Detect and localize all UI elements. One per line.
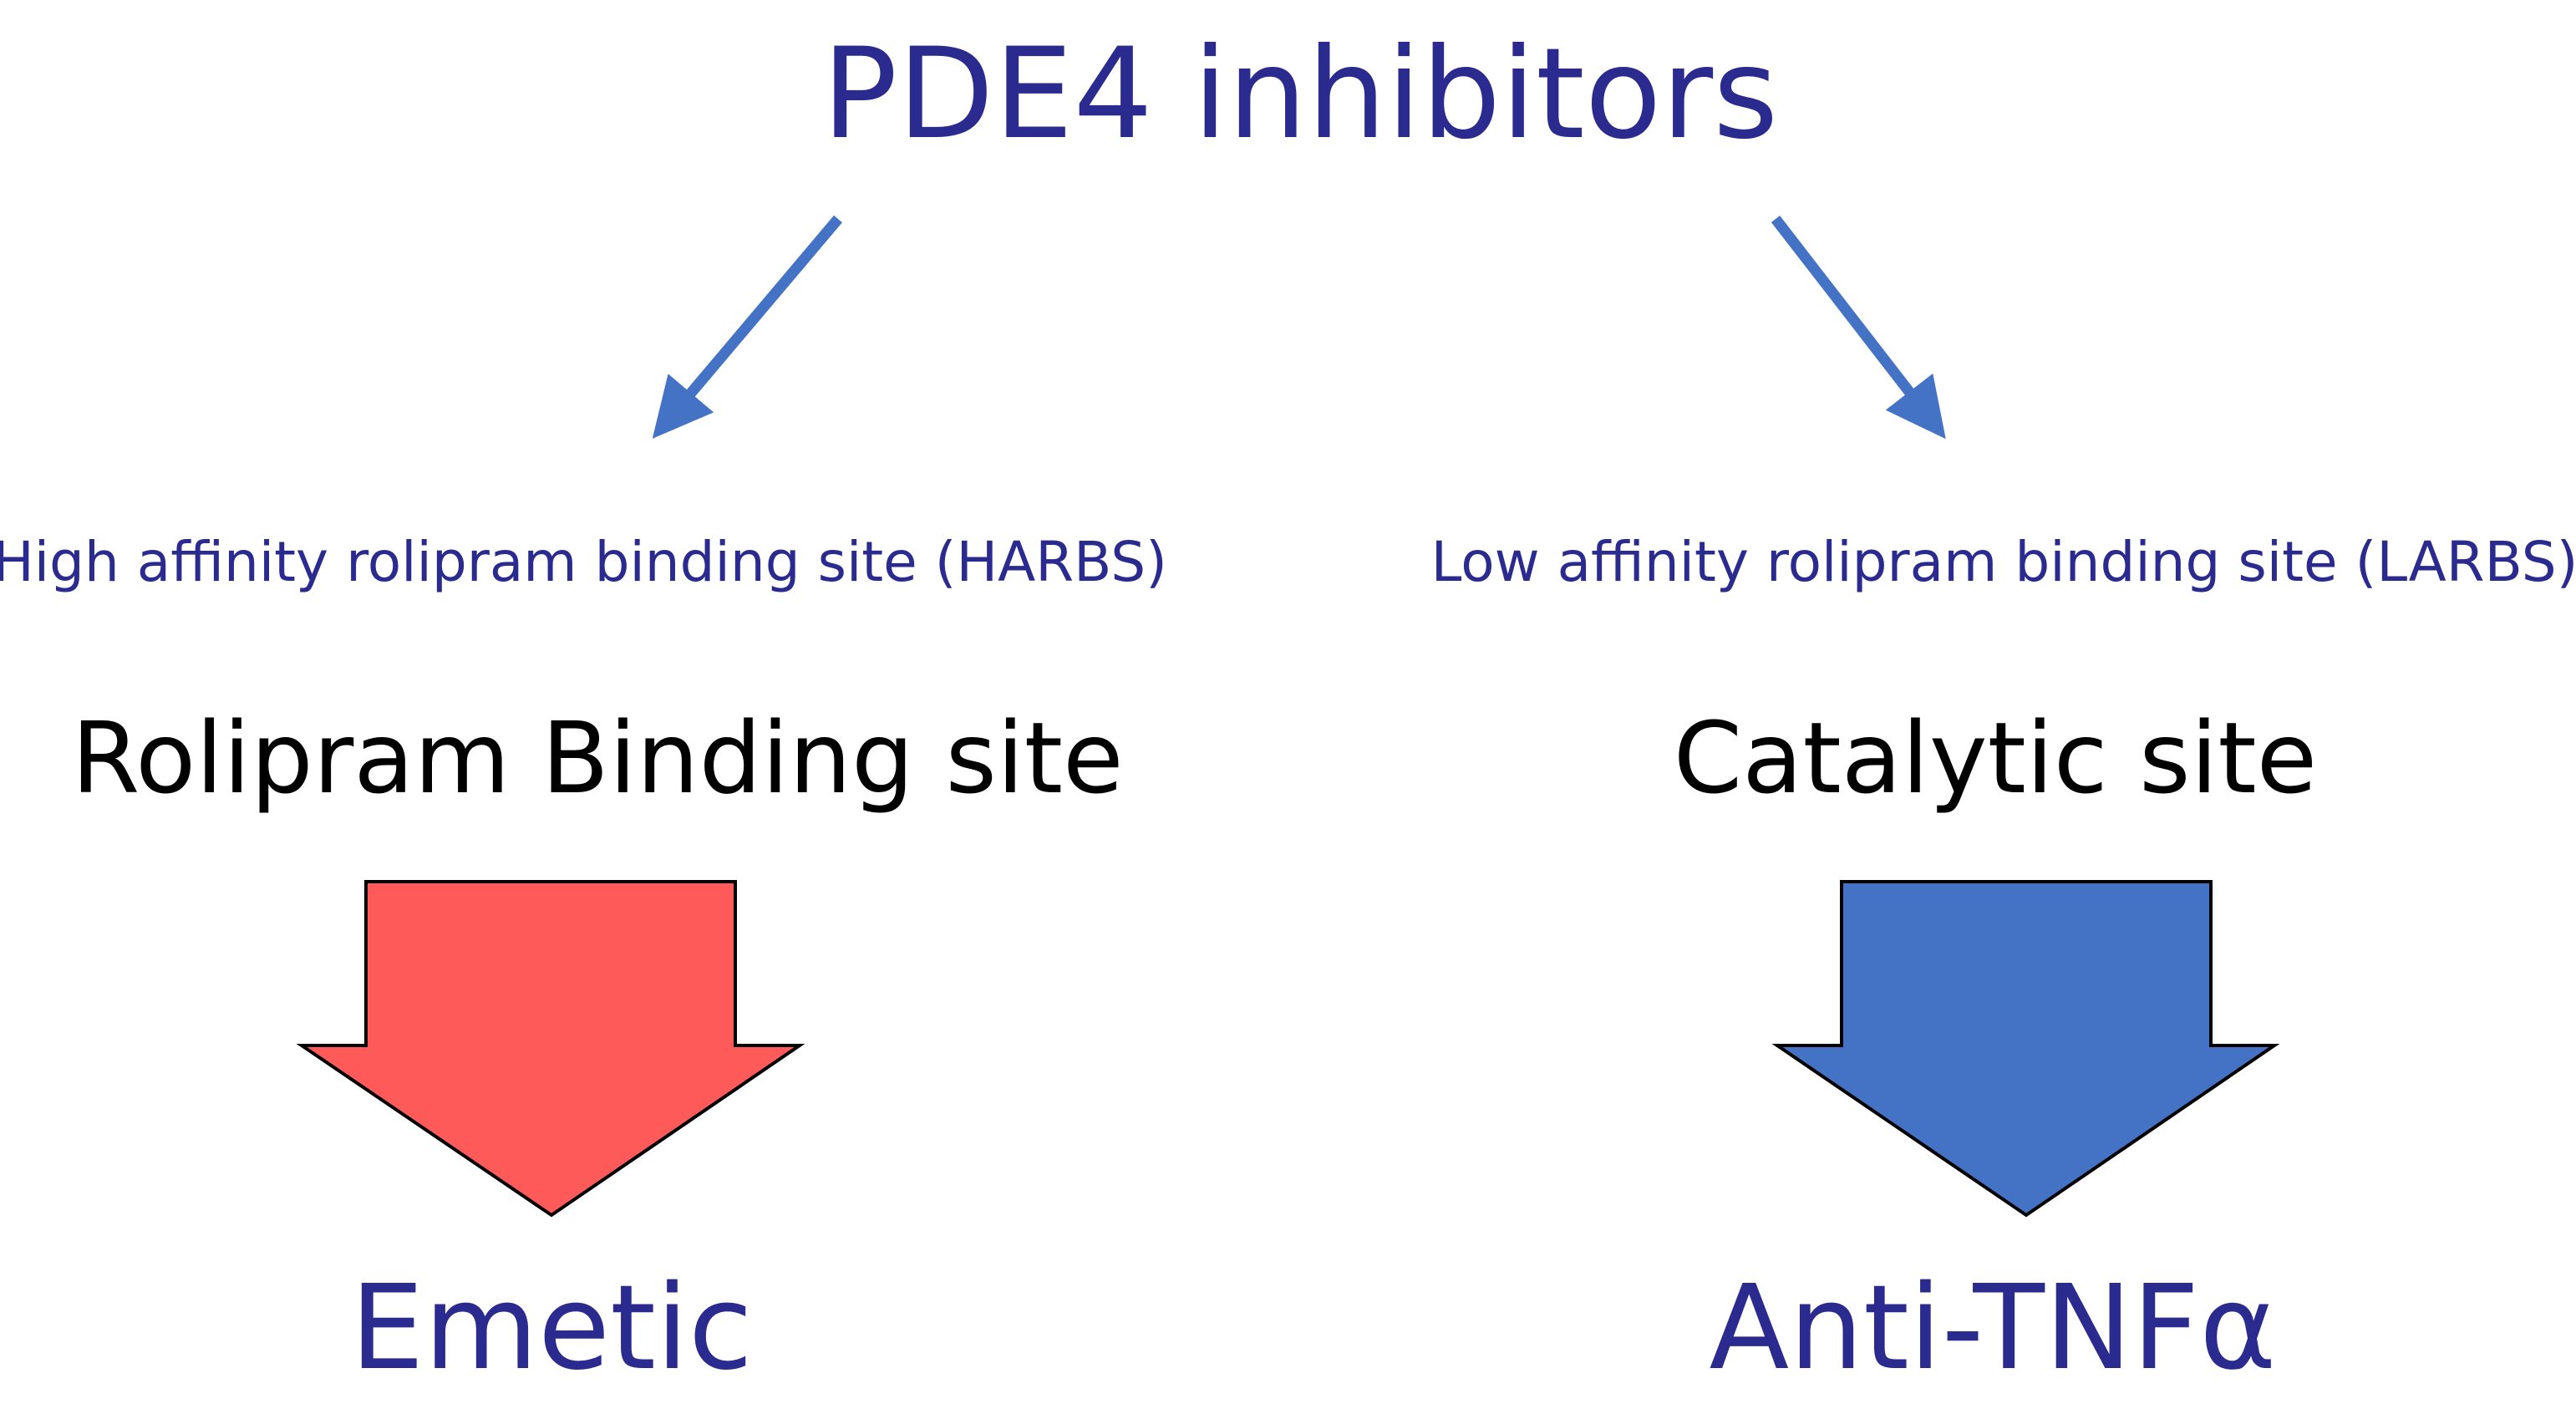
left-connector-arrow (652, 215, 842, 439)
diagram-title: PDE4 inhibitors (821, 22, 1779, 167)
right-connector-arrow (1771, 216, 1946, 440)
catalytic-site-label: Catalytic site (1673, 700, 2318, 816)
emetic-block-arrow (296, 880, 805, 1218)
harbs-subtitle: High affinity rolipram binding site (HAR… (0, 530, 1167, 594)
anti-tnf-effect-label: Anti-TNFα (1709, 1260, 2277, 1396)
rolipram-binding-site-label: Rolipram Binding site (71, 700, 1124, 816)
larbs-subtitle: Low affinity rolipram binding site (LARB… (1430, 530, 2576, 594)
emetic-effect-label: Emetic (350, 1260, 753, 1396)
anti-tnf-block-arrow (1771, 880, 2280, 1218)
